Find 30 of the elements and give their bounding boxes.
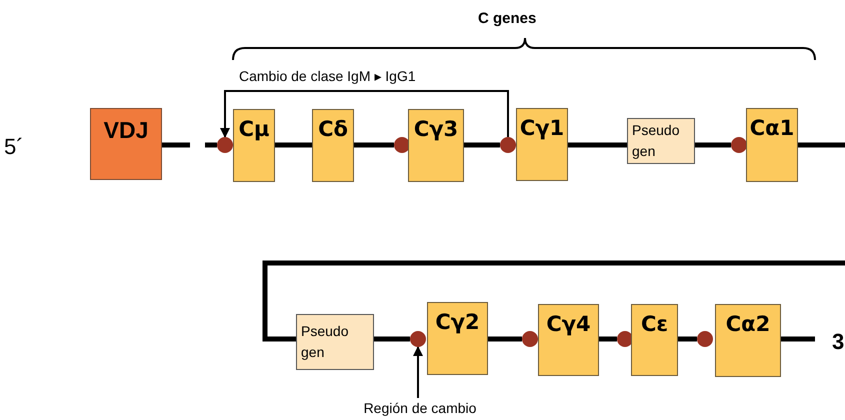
gene-segment-box: Cγ2 bbox=[427, 302, 488, 375]
gene-segment-box: Cμ bbox=[233, 109, 275, 182]
gene-segment-box: Cδ bbox=[312, 109, 354, 182]
dna-strand-line bbox=[464, 142, 500, 148]
pseudogene-box: Pseudo gen bbox=[627, 118, 695, 164]
dna-strand-line bbox=[695, 142, 731, 148]
annotation-text: Región de cambio bbox=[350, 398, 490, 418]
dna-strand-line bbox=[599, 336, 617, 342]
dna-strand-line bbox=[781, 336, 815, 342]
dna-strand-line bbox=[275, 142, 312, 148]
gene-segment-box: VDJ bbox=[90, 108, 162, 180]
dna-strand-line bbox=[262, 142, 845, 342]
gene-segment-box: Cε bbox=[631, 304, 678, 376]
gene-segment-box: Cγ4 bbox=[538, 304, 599, 376]
brace-label: C genes bbox=[478, 9, 536, 29]
dna-strand-line bbox=[568, 142, 627, 148]
gene-segment-box: Cα2 bbox=[715, 304, 781, 377]
dna-strand-line bbox=[162, 142, 217, 148]
dna-strand-line bbox=[488, 336, 522, 342]
dna-strand-line bbox=[354, 142, 394, 148]
dna-strand-line bbox=[374, 336, 410, 342]
gene-segment-box: Cγ3 bbox=[408, 109, 464, 182]
strand-end-label: 3 bbox=[832, 328, 844, 356]
pseudogene-box: Pseudo gen bbox=[296, 314, 374, 370]
gene-segment-box: Cγ1 bbox=[516, 108, 568, 181]
strand-end-label: 5´ bbox=[4, 133, 24, 161]
gene-segment-box: Cα1 bbox=[746, 108, 798, 182]
class-switch-arrow bbox=[220, 90, 509, 138]
dna-strand-line bbox=[678, 336, 697, 342]
arrow bbox=[413, 346, 423, 398]
